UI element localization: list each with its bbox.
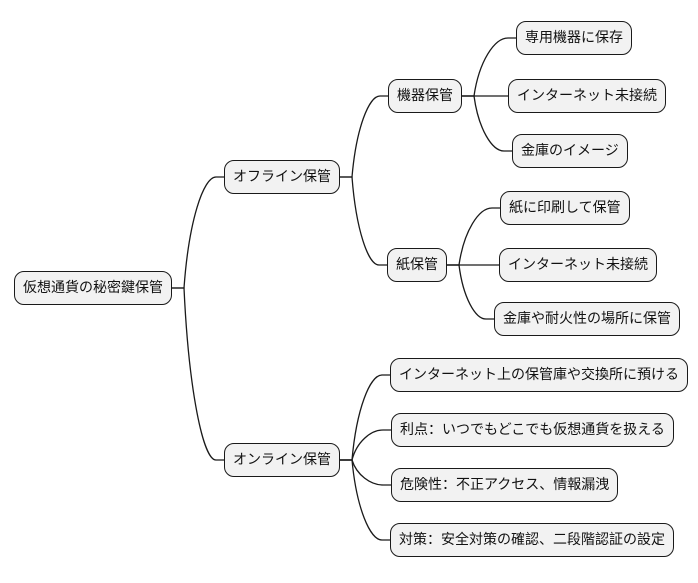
mindmap-node-offline: オフライン保管 <box>224 160 340 194</box>
edge-root-online <box>171 287 225 461</box>
edge-paper-p1 <box>446 207 501 266</box>
edge-online-o3 <box>339 459 392 486</box>
edge-device-d3 <box>461 95 513 152</box>
mindmap-node-o4: 対策：安全対策の確認、二段階認証の設定 <box>390 523 674 557</box>
edge-online-o4 <box>339 459 391 541</box>
edge-root-offline <box>171 176 225 289</box>
mindmap-node-p2: インターネット未接続 <box>499 248 657 282</box>
mindmap-node-p3: 金庫や耐火性の場所に保管 <box>494 302 680 336</box>
mindmap-node-device: 機器保管 <box>388 79 462 113</box>
mindmap-node-d1: 専用機器に保存 <box>516 21 632 55</box>
mindmap-node-o3: 危険性：不正アクセス、情報漏洩 <box>391 468 619 502</box>
mindmap-node-o2: 利点：いつでもどこでも仮想通貨を扱える <box>391 413 674 447</box>
mindmap-node-o1: インターネット上の保管庫や交換所に預ける <box>390 358 688 392</box>
edge-offline-device <box>339 95 389 178</box>
edge-offline-paper <box>339 176 388 266</box>
edge-online-o2 <box>339 429 392 461</box>
mindmap-node-paper: 紙保管 <box>387 248 447 282</box>
mindmap-node-online: オンライン保管 <box>224 443 340 477</box>
edge-online-o1 <box>339 374 391 461</box>
mindmap-node-root: 仮想通貨の秘密鍵保管 <box>14 271 172 305</box>
edge-paper-p3 <box>446 264 495 320</box>
mindmap-node-d3: 金庫のイメージ <box>512 134 628 168</box>
mindmap-node-p1: 紙に印刷して保管 <box>500 191 630 225</box>
mindmap-node-d2: インターネット未接続 <box>508 79 666 113</box>
